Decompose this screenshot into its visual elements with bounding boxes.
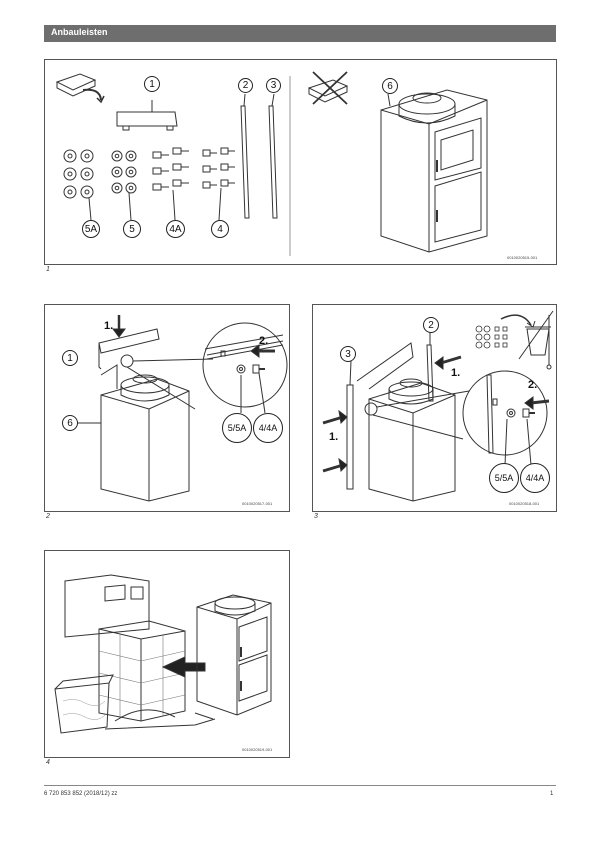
callout-4a: 4A [166, 220, 185, 238]
callout-3: 3 [266, 78, 281, 93]
figure-4: 0010020519-001 [44, 550, 290, 758]
callout-1: 1 [62, 350, 78, 366]
step-1b-label: 1. [451, 367, 461, 379]
callout-5: 5 [123, 220, 141, 238]
figure-1: 1 2 3 6 5A 5 4A 4 0010020515-001 [44, 59, 557, 265]
figure-1-drawing [55, 71, 488, 256]
figure-3: 1. 1. 2. 3 2 5/5A 4/4A 0010020518-001 [312, 304, 557, 512]
step-1a-label: 1. [329, 431, 339, 443]
footer-divider [44, 785, 556, 786]
section-title: Anbauleisten [51, 27, 108, 37]
step-2-label: 2. [259, 335, 269, 347]
callout-4-4a: 4/4A [520, 463, 550, 493]
figure-code: 0010020519-001 [242, 747, 273, 752]
callout-4-4a: 4/4A [253, 413, 283, 443]
callout-1: 1 [144, 76, 160, 92]
figure-2-number: 2 [46, 513, 50, 520]
callout-5-5a: 5/5A [222, 413, 252, 443]
figure-4-drawing [54, 574, 272, 734]
figure-code: 0010020515-001 [507, 255, 538, 260]
callout-5a: 5A [82, 220, 100, 238]
callout-6: 6 [382, 78, 398, 94]
step-1-label: 1. [104, 320, 114, 332]
callout-5-5a: 5/5A [489, 463, 519, 493]
figure-4-number: 4 [46, 759, 50, 766]
section-header-bar: Anbauleisten [44, 25, 556, 42]
figure-code: 0010020518-001 [509, 501, 540, 506]
figure-2: 1. 2. 1 6 5/5A 4/4A 0010020517-001 [44, 304, 290, 512]
callout-6: 6 [62, 415, 78, 431]
figure-code: 0010020517-001 [242, 501, 273, 506]
figure-1-number: 1 [46, 266, 50, 273]
callout-3: 3 [340, 346, 356, 362]
figure-2-drawing [75, 315, 288, 502]
callout-4: 4 [211, 220, 229, 238]
footer-document-id: 6 720 853 852 (2018/12) zz [44, 791, 118, 797]
figure-3-drawing [322, 310, 554, 502]
figure-3-number: 3 [314, 513, 318, 520]
footer-page-number: 1 [550, 791, 554, 797]
callout-2: 2 [423, 317, 439, 333]
step-2-label: 2. [528, 379, 538, 391]
callout-2: 2 [238, 78, 253, 93]
